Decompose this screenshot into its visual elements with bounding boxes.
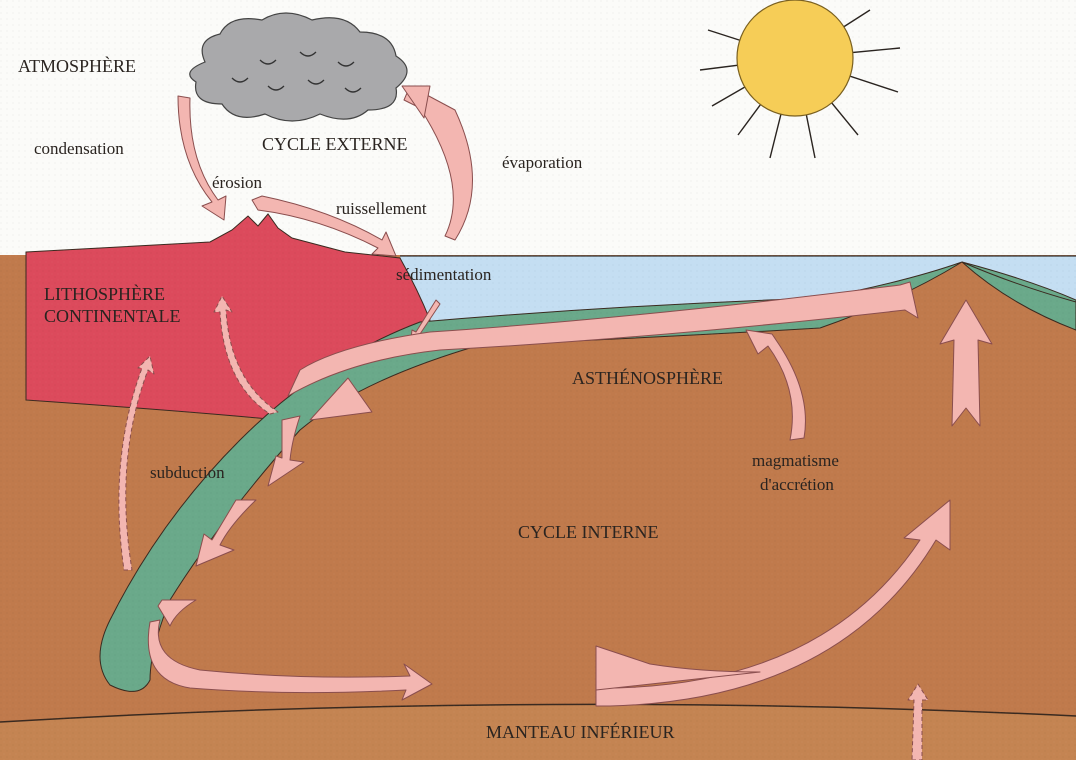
manteau-inferieur-label: MANTEAU INFÉRIEUR [486,721,675,742]
sedimentation-label: sédimentation [396,265,492,284]
cycle-interne-label: CYCLE INTERNE [518,522,658,542]
erosion-label: érosion [212,173,263,192]
lithosphere-label-line2: CONTINENTALE [44,306,181,326]
atmosphere-label: ATMOSPHÈRE [18,55,136,76]
asthenosphere-label: ASTHÉNOSPHÈRE [572,367,723,388]
ruissellement-label: ruissellement [336,199,427,218]
magmatisme-label-line1: magmatisme [752,451,839,470]
subduction-label: subduction [150,463,225,482]
magmatisme-label-line2: d'accrétion [760,475,834,494]
lithosphere-label-line1: LITHOSPHÈRE [44,283,165,304]
evaporation-label: évaporation [502,153,583,172]
cycle-externe-label: CYCLE EXTERNE [262,134,408,154]
condensation-label: condensation [34,139,124,158]
